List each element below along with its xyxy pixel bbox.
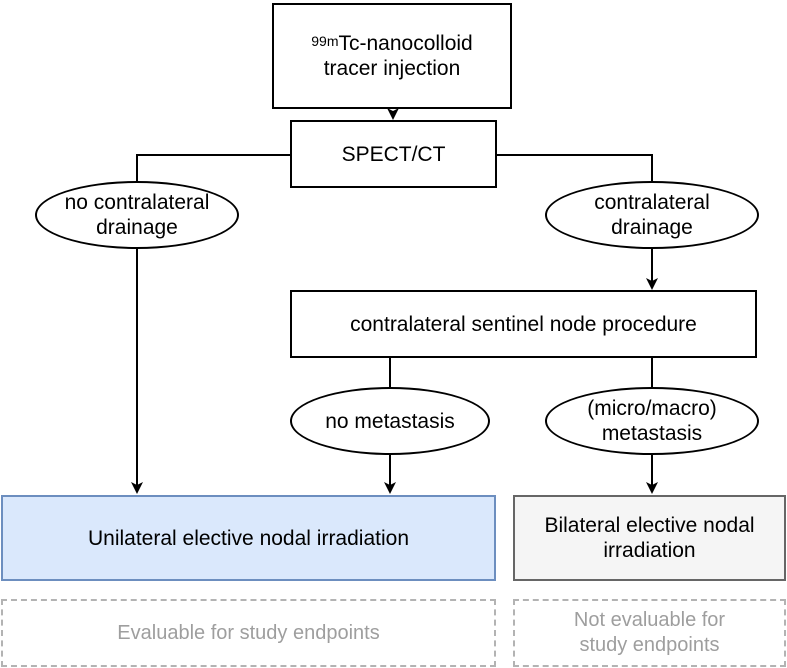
not-evaluable-line-2: study endpoints <box>579 634 720 656</box>
not-evaluable-line-1: Not evaluable for <box>573 609 726 631</box>
not-evaluable-box: Not evaluable for study endpoints <box>513 599 786 667</box>
tracer-injection-box: 99mTc-nanocolloid tracer injection <box>272 3 512 109</box>
unilateral-label: Unilateral elective nodal irradiation <box>87 526 409 550</box>
unilateral-irradiation-box: Unilateral elective nodal irradiation <box>1 495 496 581</box>
spect-ct-box: SPECT/CT <box>290 120 497 188</box>
metastasis-line-1: (micro/macro) <box>587 397 717 420</box>
procedure-label: contralateral sentinel node procedure <box>350 312 697 336</box>
sentinel-node-procedure-box: contralateral sentinel node procedure <box>290 290 757 358</box>
tracer-line-1: 99mTc-nanocolloid <box>311 32 473 55</box>
no-drainage-line-2: drainage <box>96 216 178 239</box>
no-contralateral-drainage-ellipse: no contralateral drainage <box>35 181 239 249</box>
no-metastasis-ellipse: no metastasis <box>290 387 490 455</box>
drainage-line-2: drainage <box>611 216 693 239</box>
tracer-line-2: tracer injection <box>323 57 461 80</box>
bilateral-irradiation-box: Bilateral elective nodal irradiation <box>513 495 786 581</box>
no-metastasis-label: no metastasis <box>325 409 455 433</box>
evaluable-label: Evaluable for study endpoints <box>117 621 380 644</box>
metastasis-line-2: metastasis <box>601 422 703 445</box>
contralateral-drainage-ellipse: contralateral drainage <box>545 181 759 249</box>
no-drainage-line-1: no contralateral <box>64 191 210 214</box>
drainage-line-1: contralateral <box>594 191 710 214</box>
evaluable-box: Evaluable for study endpoints <box>1 599 496 667</box>
bilateral-line-1: Bilateral elective nodal <box>544 514 755 537</box>
tracer-superscript: 99m <box>311 33 339 49</box>
bilateral-line-2: irradiation <box>603 539 696 562</box>
metastasis-ellipse: (micro/macro) metastasis <box>545 387 759 455</box>
spect-ct-label: SPECT/CT <box>341 142 446 166</box>
connector-spect-to-no-drainage <box>136 154 290 181</box>
connector-spect-to-drainage <box>497 154 653 181</box>
